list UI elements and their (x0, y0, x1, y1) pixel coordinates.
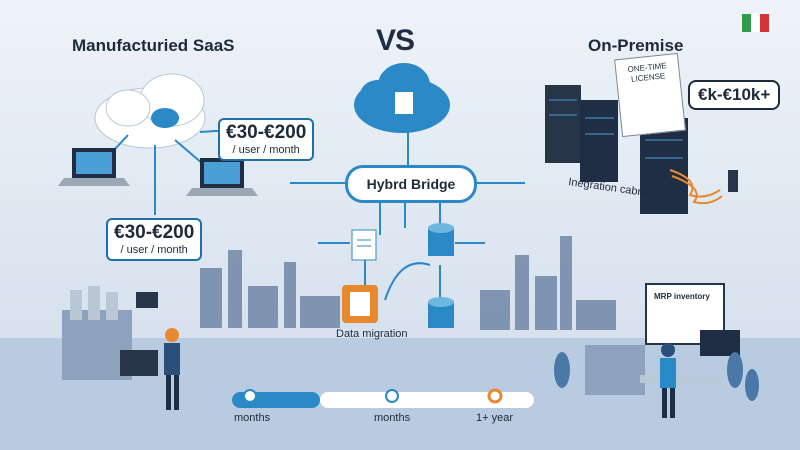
saas-title: Manufacturied SaaS (72, 36, 235, 55)
cloud-icon (94, 73, 206, 149)
wrench-icon (728, 170, 738, 192)
price-amount: €30-€200 (114, 222, 195, 243)
worker (164, 328, 180, 410)
workstation (585, 283, 740, 395)
bridge-connectors (290, 132, 525, 301)
vs-label: VS (376, 24, 415, 57)
database-icon (428, 223, 454, 256)
data-migration-label: Data migration (336, 328, 408, 340)
laptop-icon (58, 148, 130, 186)
price-unit: / user / month (120, 244, 188, 256)
folder-icon (342, 285, 378, 323)
factory-skyline (200, 236, 616, 330)
flag-italy-icon (742, 14, 769, 32)
laptop-icon (186, 158, 258, 196)
hybrid-bridge-pill: Hybrd Bridge (345, 165, 477, 203)
price-unit: / user / month (232, 144, 300, 156)
saas-price-bottom: €30-€200 / user / month (106, 218, 203, 261)
saas-price-top: €30-€200 / user / month (218, 118, 315, 161)
onprem-price-callout: €k-€10k+ (688, 80, 781, 110)
timeline-label-2: months (374, 412, 411, 424)
factory-machine (62, 286, 158, 380)
worker (660, 343, 676, 418)
onprem-title: On-Premise (588, 36, 684, 55)
database-icon (428, 297, 454, 328)
document-icon (351, 229, 377, 261)
one-time-license-document: ONE-TIME LICENSE (614, 52, 686, 138)
timeline-label-1: months (234, 412, 271, 424)
mrp-screen-label: MRP inventory (654, 292, 710, 301)
price-amount: €30-€200 (226, 122, 307, 143)
cloud-icon (354, 63, 450, 133)
trees (554, 352, 759, 401)
integration-cables (669, 169, 723, 205)
timeline (232, 388, 534, 408)
timeline-label-3: 1+ year (476, 412, 513, 424)
